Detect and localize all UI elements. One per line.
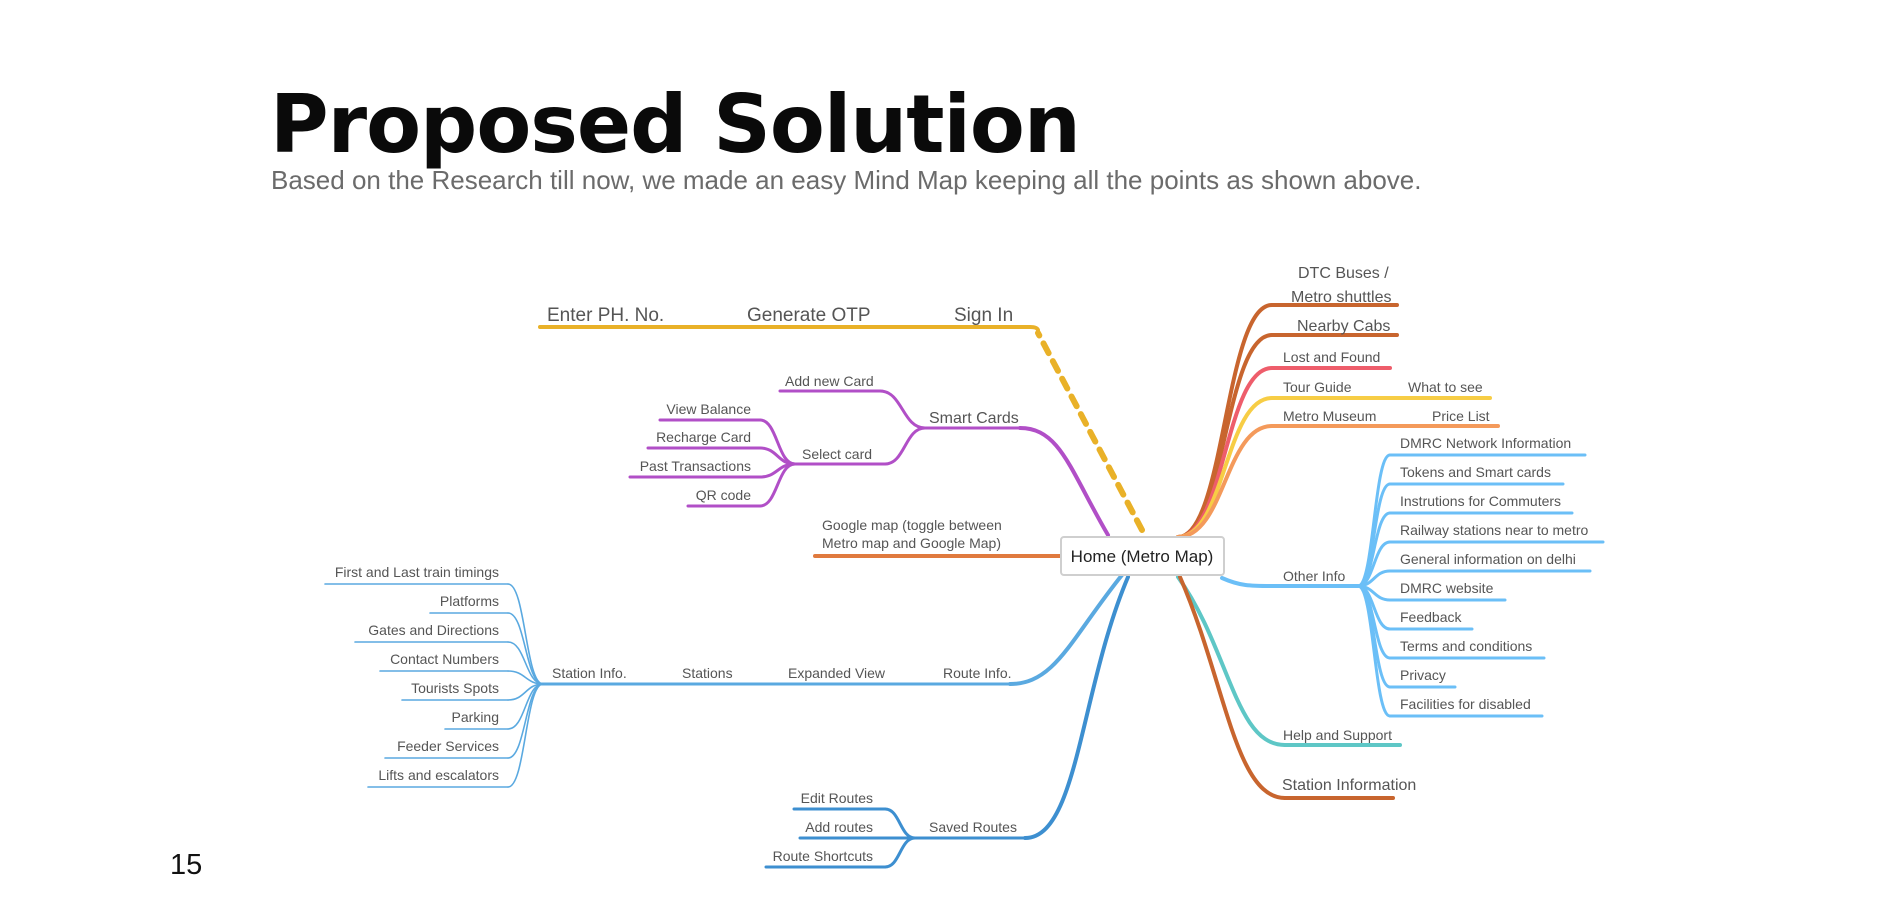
metro-museum-connector [1176,424,1274,539]
saved-routes-label[interactable]: Saved Routes [929,819,1017,835]
station-info-child-label[interactable]: Platforms [440,593,499,609]
station-info-label[interactable]: Station Info. [552,665,627,681]
saved-routes-child-label[interactable]: Edit Routes [801,790,873,806]
sign-in-connector [1035,330,1145,533]
lost-found-connector [1176,366,1274,539]
other-info-child-label[interactable]: DMRC Network Information [1400,435,1571,451]
other-info-connector [1220,576,1274,588]
other-info-child-label[interactable]: Tokens and Smart cards [1400,464,1551,480]
other-info-label[interactable]: Other Info [1283,568,1345,584]
route-info-label[interactable]: Route Info. [943,665,1012,681]
mind-map-labels: Enter PH. No. Generate OTP Sign In Smart Ca… [335,265,1589,864]
add-card-label[interactable]: Add new Card [785,373,874,389]
other-info-child-label[interactable]: Privacy [1400,667,1446,683]
station-info-child-connector-6 [507,683,544,759]
select-card-child-label[interactable]: Recharge Card [656,429,751,445]
generate-otp-label[interactable]: Generate OTP [747,305,871,326]
smart-cards-label[interactable]: Smart Cards [929,410,1019,427]
station-info-child-label[interactable]: First and Last train timings [335,564,499,580]
station-info-child-connector-0 [507,583,544,685]
enter-phone-label[interactable]: Enter PH. No. [547,305,664,326]
metro-museum-label[interactable]: Metro Museum [1283,408,1376,424]
other-info-child-connector-8 [1356,584,1392,689]
nearby-cabs-label[interactable]: Nearby Cabs [1297,318,1390,335]
sign-in-label[interactable]: Sign In [954,305,1013,326]
station-info-child-label[interactable]: Tourists Spots [411,680,499,696]
root-node[interactable]: Home (Metro Map) [1060,536,1225,576]
mind-map-branches [324,303,1605,869]
google-map-label-line2[interactable]: Metro map and Google Map) [822,535,1001,551]
google-map-label-line1[interactable]: Google map (toggle between [822,517,1002,533]
other-info-child-label[interactable]: Railway stations near to metro [1400,522,1589,538]
saved-routes-child-connector-2 [883,836,917,869]
tour-guide-label[interactable]: Tour Guide [1283,379,1352,395]
other-info-child-label[interactable]: General information on delhi [1400,551,1576,567]
smart-cards-connector [1018,426,1110,537]
root-node-label: Home (Metro Map) [1071,547,1214,566]
station-info-child-label[interactable]: Gates and Directions [368,622,499,638]
nearby-cabs-connector [1176,333,1274,539]
lost-found-label[interactable]: Lost and Found [1283,349,1380,365]
stations-label[interactable]: Stations [682,665,733,681]
other-info-child-label[interactable]: DMRC website [1400,580,1494,596]
select-card-label[interactable]: Select card [802,446,872,462]
station-information-connector [1178,575,1287,800]
station-info-child-label[interactable]: Parking [452,709,499,725]
station-info-child-label[interactable]: Contact Numbers [390,651,499,667]
help-support-connector [1176,575,1287,747]
station-info-child-label[interactable]: Lifts and escalators [378,767,499,783]
select-card-connector [883,426,927,466]
page-number: 15 [170,849,203,881]
other-info-child-label[interactable]: Facilities for disabled [1400,696,1531,712]
station-info-child-label[interactable]: Feeder Services [397,738,499,754]
dtc-label-line1[interactable]: DTC Buses / [1298,265,1389,282]
add-card-connector [878,389,927,430]
what-to-see-label[interactable]: What to see [1408,379,1483,395]
expanded-view-label[interactable]: Expanded View [788,665,886,681]
station-info-child-connector-1 [507,612,544,685]
other-info-child-label[interactable]: Terms and conditions [1400,638,1532,654]
other-info-child-label[interactable]: Feedback [1400,609,1462,625]
saved-routes-child-connector-0 [883,807,917,840]
select-card-child-connector-3 [758,462,797,508]
root-node-box [1060,536,1225,576]
station-information-label[interactable]: Station Information [1282,777,1416,794]
select-card-child-label[interactable]: Past Transactions [640,458,751,474]
station-info-child-connector-2 [507,641,544,685]
saved-routes-child-label[interactable]: Add routes [805,819,873,835]
help-support-label[interactable]: Help and Support [1283,727,1392,743]
sign-in-line [538,325,1040,332]
select-card-child-label[interactable]: View Balance [666,401,751,417]
saved-routes-connector [1023,575,1130,840]
slide-subtitle: Based on the Research till now, we made … [271,165,1422,195]
saved-routes-child-label[interactable]: Route Shortcuts [773,848,873,864]
dtc-label-line2[interactable]: Metro shuttles [1291,289,1391,306]
route-info-connector [1008,573,1124,686]
other-info-child-label[interactable]: Instrutions for Commuters [1400,493,1561,509]
other-info-child-connector-9 [1356,584,1392,718]
price-list-label[interactable]: Price List [1432,408,1490,424]
select-card-child-label[interactable]: QR code [696,487,751,503]
station-info-child-connector-7 [507,683,544,788]
slide-title: Proposed Solution [270,78,1081,171]
